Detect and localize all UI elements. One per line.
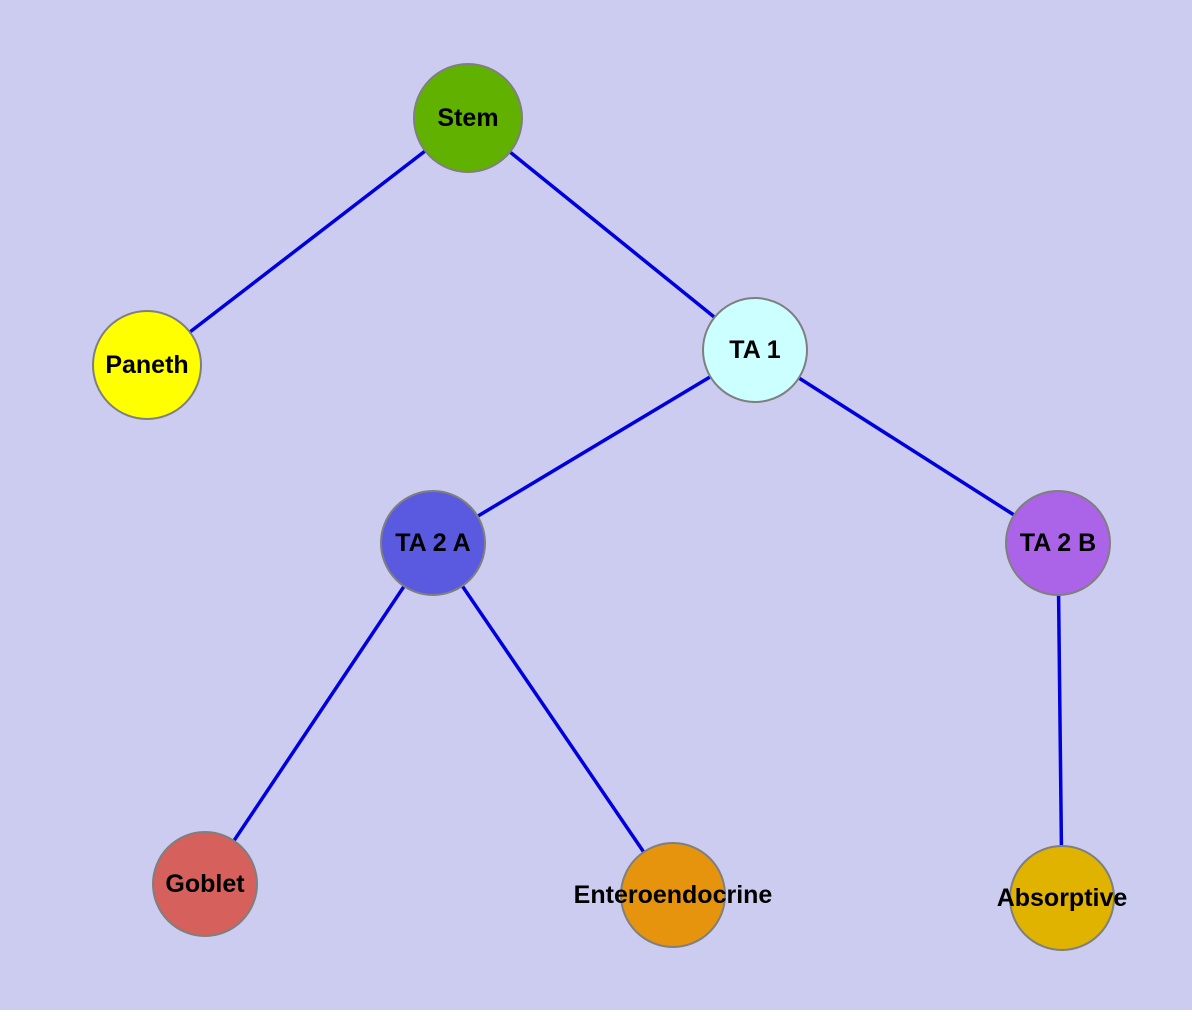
edge-ta1-ta2a xyxy=(432,348,756,545)
node-label-ta2b: TA 2 B xyxy=(1020,529,1096,557)
node-stem: Stem xyxy=(413,63,523,173)
node-label-ta1: TA 1 xyxy=(729,336,780,364)
edge-stem-paneth xyxy=(145,116,470,367)
node-circle-ta2a xyxy=(380,490,486,596)
node-label-absorptive: Absorptive xyxy=(997,884,1128,912)
node-label-goblet: Goblet xyxy=(165,870,245,898)
node-label-ta2a: TA 2 A xyxy=(395,529,470,557)
node-circle-absorptive xyxy=(1009,845,1115,951)
edge-ta2a-enteroendocrine xyxy=(431,542,675,896)
node-goblet: Goblet xyxy=(152,831,258,937)
node-label-stem: Stem xyxy=(437,104,498,132)
node-ta2b: TA 2 B xyxy=(1005,490,1111,596)
node-ta2a: TA 2 A xyxy=(380,490,486,596)
edge-ta2a-goblet xyxy=(203,542,435,885)
edge-ta2b-absorptive xyxy=(1056,542,1064,899)
node-label-enteroendocrine: Enteroendocrine xyxy=(574,881,773,909)
node-circle-goblet xyxy=(152,831,258,937)
edge-stem-ta1 xyxy=(466,116,757,352)
node-circle-ta1 xyxy=(702,297,808,403)
node-enteroendocrine: Enteroendocrine xyxy=(574,842,773,948)
node-ta1: TA 1 xyxy=(702,297,808,403)
node-circle-stem xyxy=(413,63,523,173)
node-circle-enteroendocrine xyxy=(620,842,726,948)
node-paneth: Paneth xyxy=(92,310,202,420)
node-circle-paneth xyxy=(92,310,202,420)
node-absorptive: Absorptive xyxy=(997,845,1128,951)
node-circle-ta2b xyxy=(1005,490,1111,596)
edge-ta1-ta2b xyxy=(754,348,1059,545)
node-label-paneth: Paneth xyxy=(105,351,188,379)
